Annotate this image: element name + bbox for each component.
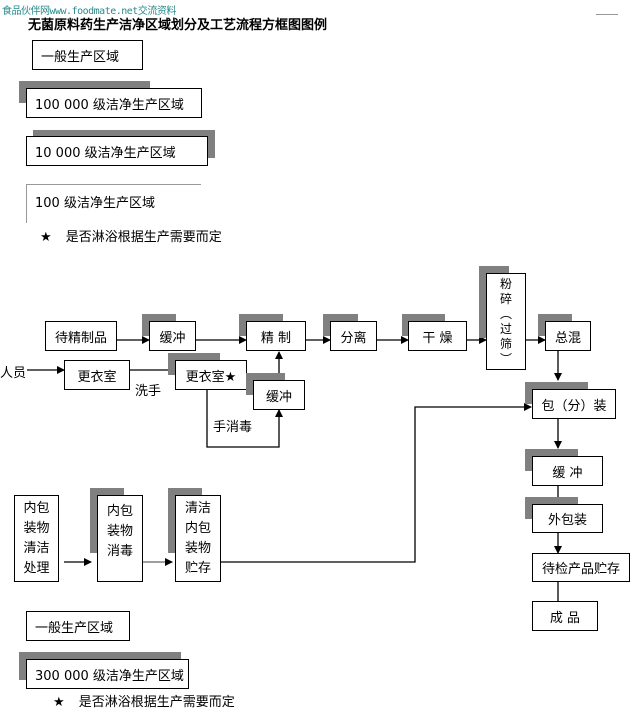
node-mix: 总混 xyxy=(545,321,591,351)
legend-label: 100 000 级洁净生产区域 xyxy=(35,97,184,113)
node-label-line: 贮存 xyxy=(184,560,211,576)
legend-10000-area: 10 000 级洁净生产区域 xyxy=(26,136,208,166)
node-outer-pack: 外包装 xyxy=(532,504,603,533)
label-personnel: 人员 xyxy=(0,366,27,381)
node-finished: 成 品 xyxy=(532,601,598,631)
page-title: 无菌原料药生产洁净区域划分及工艺流程方框图图例 xyxy=(28,18,328,33)
legend-note-bottom: ★ 是否淋浴根据生产需要而定 xyxy=(53,691,235,710)
node-label-line: 内包 xyxy=(23,500,50,516)
node-label-line: ︵ xyxy=(499,306,512,321)
node-inner-disinfect: 内包 装物 消毒 xyxy=(97,495,143,582)
legend-label: 一般生产区域 xyxy=(35,620,114,636)
node-pending-inspect: 待检产品贮存 xyxy=(532,553,630,582)
node-inner-store: 清洁 内包 装物 贮存 xyxy=(175,495,221,582)
node-label: 缓冲 xyxy=(159,330,186,346)
node-dry: 干 燥 xyxy=(408,321,467,351)
node-label: 待精制品 xyxy=(54,330,107,346)
node-label-line: 粉 xyxy=(499,276,512,291)
legend-label: 300 000 级洁净生产区域 xyxy=(35,668,184,684)
node-label: 更衣室 xyxy=(77,369,117,385)
legend-label: 100 级洁净生产区域 xyxy=(35,196,155,211)
node-label-line: 过 xyxy=(499,321,512,336)
star-icon: ★ xyxy=(40,230,52,245)
node-label-line: 碎 xyxy=(499,291,512,306)
node-label-line: 处理 xyxy=(23,560,50,576)
node-label: 分离 xyxy=(340,330,367,346)
node-label: 待检产品贮存 xyxy=(541,562,620,577)
node-label: 总混 xyxy=(554,330,581,346)
decorative-line xyxy=(596,14,618,15)
note-text: 是否淋浴根据生产需要而定 xyxy=(65,230,222,245)
node-label-line: 筛 xyxy=(499,336,512,351)
node-label-line: 消毒 xyxy=(106,544,133,559)
node-pending-refine: 待精制品 xyxy=(45,321,117,351)
node-label-line: 装物 xyxy=(184,540,211,556)
watermark: 食品伙伴网www.foodmate.net交流资料 xyxy=(2,6,176,17)
node-label-line: 内包 xyxy=(184,520,211,536)
node-buffer2: 缓冲 xyxy=(253,380,305,410)
node-label: 包（分）装 xyxy=(541,398,607,414)
node-label-line: 清洁 xyxy=(184,500,211,516)
node-refine: 精 制 xyxy=(246,321,306,351)
legend-label: 10 000 级洁净生产区域 xyxy=(35,145,176,161)
node-label: 缓冲 xyxy=(265,389,292,405)
legend-general-area-bottom: 一般生产区域 xyxy=(26,611,130,641)
legend-300000-area: 300 000 级洁净生产区域 xyxy=(26,659,189,689)
legend-100000-area: 100 000 级洁净生产区域 xyxy=(26,88,202,118)
star-icon: ★ xyxy=(53,695,65,710)
node-changing2: 更衣室★ xyxy=(175,360,247,390)
node-label-line: 清洁 xyxy=(23,540,50,556)
node-inner-clean: 内包 装物 清洁 处理 xyxy=(14,495,59,582)
node-separate: 分离 xyxy=(330,321,377,351)
node-label: 缓 冲 xyxy=(552,465,583,481)
node-label-line: 装物 xyxy=(106,524,133,539)
node-label-line: ︶ xyxy=(499,351,512,366)
line-store-to-pack xyxy=(221,403,532,563)
node-changing1: 更衣室 xyxy=(64,360,130,390)
legend-note: ★ 是否淋浴根据生产需要而定 xyxy=(40,226,222,245)
node-buffer1: 缓冲 xyxy=(149,321,196,351)
node-label-line: 内包 xyxy=(106,504,133,519)
node-label: 精 制 xyxy=(260,330,292,346)
node-label: 干 燥 xyxy=(422,330,453,346)
node-label: 外包装 xyxy=(547,513,587,528)
legend-label: 一般生产区域 xyxy=(41,49,120,65)
line-changing2-to-buffer2 xyxy=(206,389,283,448)
node-label-line: 装物 xyxy=(23,520,50,536)
node-buffer3: 缓 冲 xyxy=(532,456,603,486)
legend-100-area: 100 级洁净生产区域 xyxy=(26,184,201,223)
note-text: 是否淋浴根据生产需要而定 xyxy=(78,695,235,710)
legend-general-area: 一般生产区域 xyxy=(32,40,143,70)
node-label: 成 品 xyxy=(549,610,581,626)
label-wash-hands: 洗手 xyxy=(135,384,162,399)
node-pack: 包（分）装 xyxy=(532,389,616,419)
node-label: 更衣室★ xyxy=(185,369,237,385)
label-hand-disinfect: 手消毒 xyxy=(213,420,253,435)
node-crush-sieve: 粉 碎 ︵ 过 筛 ︶ xyxy=(486,273,526,370)
